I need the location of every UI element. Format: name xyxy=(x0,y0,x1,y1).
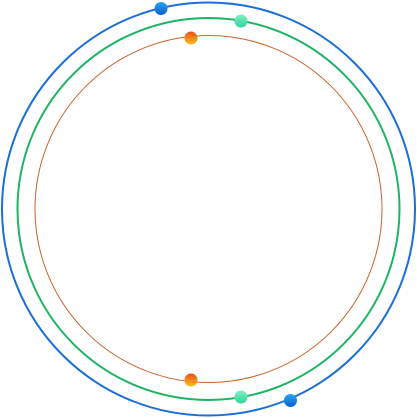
outer-ring xyxy=(2,3,415,416)
inner-ring-dot-bottom xyxy=(185,374,198,387)
outer-ring-dot-bottom xyxy=(284,394,297,407)
inner-ring-dot-top xyxy=(185,32,198,45)
middle-ring-dot-top xyxy=(235,15,248,28)
outer-ring-dot-top xyxy=(155,2,168,15)
inner-ring xyxy=(35,36,382,383)
middle-ring-dot-bottom xyxy=(235,391,248,404)
middle-ring xyxy=(18,18,400,400)
